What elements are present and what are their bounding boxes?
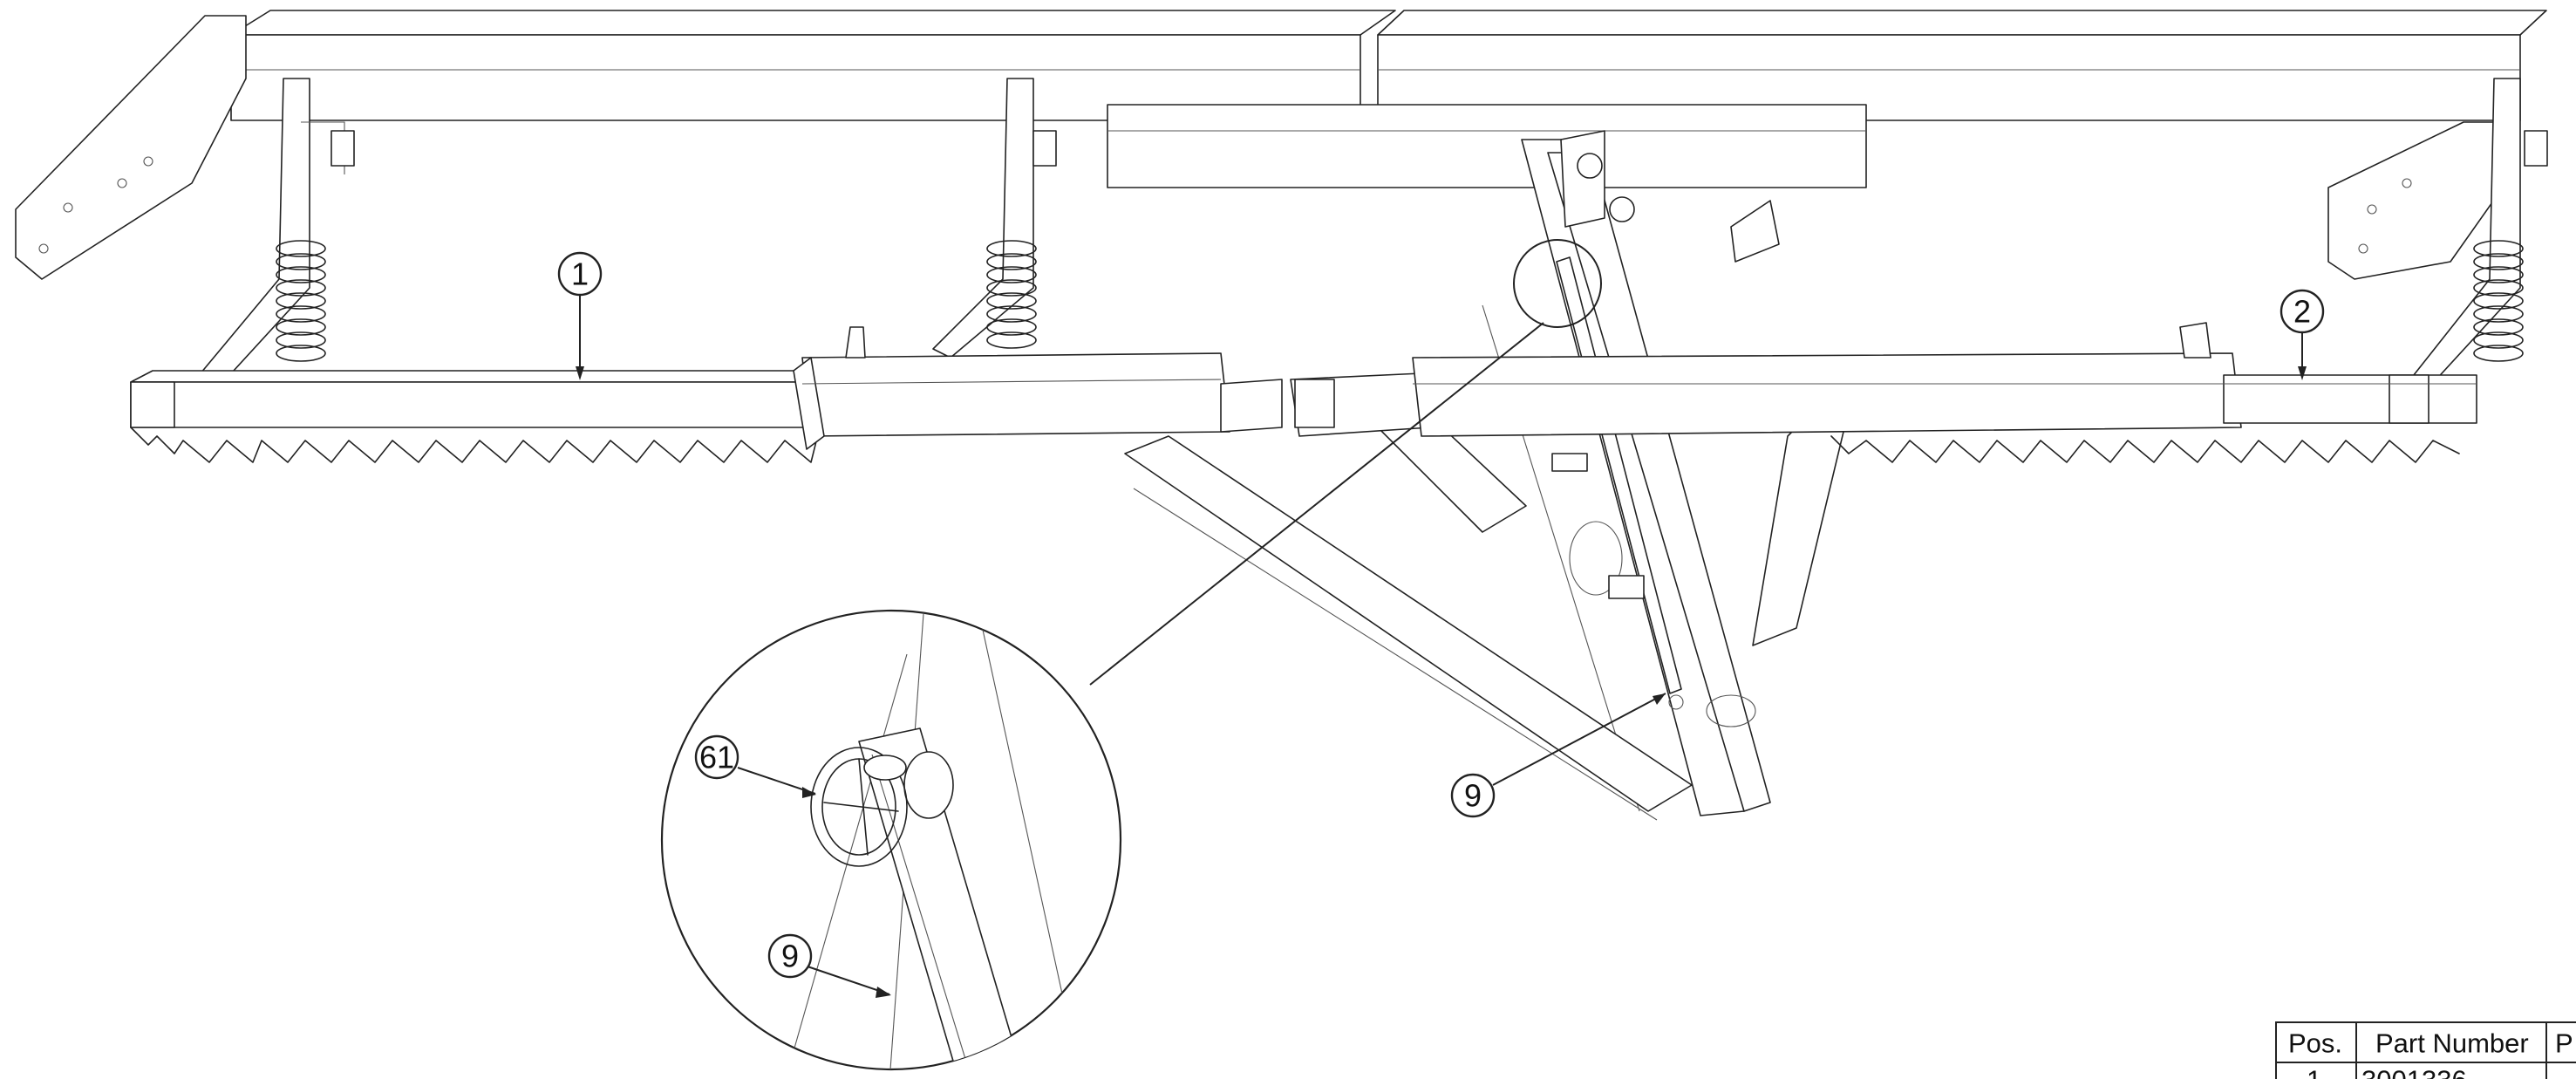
parts-table: Pos. Part Number P 1 3001336 (2275, 1021, 2576, 1079)
balloon-label-9-detail: 9 (781, 939, 799, 974)
callout-1: 1 (557, 251, 603, 380)
balloon-label-61: 61 (699, 740, 734, 775)
balloon-label-1: 1 (571, 256, 589, 292)
callout-2: 2 (2280, 289, 2325, 380)
central-drawbar (1124, 130, 1850, 821)
callout-9-detail: 9 (767, 933, 891, 998)
detail-view (660, 609, 1122, 1071)
table-header-part-number: Part Number (2375, 1028, 2529, 1059)
tube-sleeve-left (793, 326, 1230, 450)
table-header-pos: Pos. (2288, 1028, 2342, 1059)
tine-bar-left (130, 370, 829, 463)
detail-marker (1089, 239, 1602, 686)
upper-frame (230, 10, 2547, 188)
callout-61: 61 (694, 734, 816, 798)
table-header-truncated: P (2555, 1028, 2573, 1059)
tine-bar-right (1412, 322, 2477, 463)
table-cell-pos: 1 (2307, 1065, 2321, 1079)
callout-9-main: 9 (1450, 693, 1666, 818)
table-cell-part-number: 3001336 (2361, 1065, 2467, 1079)
balloon-label-9-main: 9 (1464, 778, 1482, 814)
spring-bracket-middle (932, 78, 1057, 359)
right-end-plate (2327, 121, 2504, 280)
balloon-label-2: 2 (2293, 294, 2311, 330)
tube-sleeve-right-inner (1220, 372, 1431, 437)
left-end-plate (15, 15, 247, 280)
